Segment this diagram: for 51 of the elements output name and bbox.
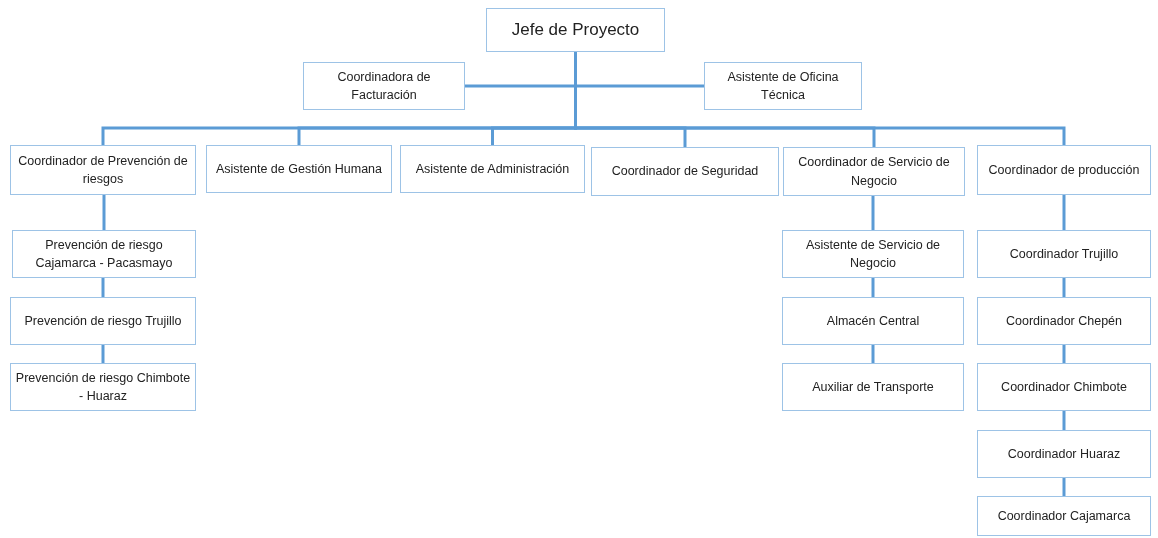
role-title: Coordinador de Servicio de Negocio xyxy=(797,154,951,190)
connector-line xyxy=(871,278,875,297)
connector-line xyxy=(871,196,875,230)
role-title: Asistente de Gestión Humana xyxy=(215,160,383,178)
org-box xyxy=(977,230,1151,278)
role-title: Prevención de riesgo Cajamarca - Pacasmayo xyxy=(34,236,174,272)
org-box xyxy=(400,145,585,193)
role-title: Prevención de riesgo Trujillo xyxy=(24,312,182,330)
role-title: Coordinador de Prevención de riesgos xyxy=(17,152,189,188)
connector-line xyxy=(1062,195,1066,230)
org-box xyxy=(206,145,392,193)
org-box xyxy=(782,230,964,278)
org-box xyxy=(303,62,465,110)
org-box xyxy=(977,430,1151,478)
role-title: Coordinadora de Facturación xyxy=(336,68,432,104)
org-box xyxy=(977,496,1151,536)
org-box xyxy=(10,363,196,411)
org-box xyxy=(977,297,1151,345)
org-box xyxy=(783,147,965,196)
org-box xyxy=(486,8,665,52)
role-title: Auxiliar de Transporte xyxy=(812,378,934,396)
role-title: Coordinador Chimbote xyxy=(1001,378,1127,396)
connector-line xyxy=(1062,278,1066,297)
org-box xyxy=(704,62,862,110)
role-title: Coordinador Trujillo xyxy=(1009,245,1119,263)
role-title: Asistente de Servicio de Negocio xyxy=(804,236,942,272)
role-title: Asistente de Oficina Técnica xyxy=(726,68,840,104)
org-box xyxy=(591,147,779,196)
connector-line xyxy=(1062,411,1066,430)
connector-line xyxy=(1062,345,1066,363)
role-title: Coordinador Huaraz xyxy=(1007,445,1121,463)
org-box xyxy=(782,297,964,345)
org-box xyxy=(10,145,196,195)
role-title: Almacén Central xyxy=(826,312,920,330)
role-title: Coordinador Cajamarca xyxy=(997,507,1131,525)
connector-line xyxy=(101,345,105,363)
role-title: Asistente de Administración xyxy=(415,160,570,178)
org-box xyxy=(977,145,1151,195)
role-title: Coordinador Chepén xyxy=(1005,312,1123,330)
org-box xyxy=(10,297,196,345)
role-title: Coordinador de producción xyxy=(988,161,1140,179)
role-title: Coordinador de Seguridad xyxy=(611,163,759,181)
role-title: Jefe de Proyecto xyxy=(511,19,640,41)
org-box xyxy=(977,363,1151,411)
org-box xyxy=(12,230,196,278)
connector-line xyxy=(1062,478,1066,496)
role-title: Prevención de riesgo Chimbote - Huaraz xyxy=(15,369,191,405)
connector-line xyxy=(101,278,105,297)
connector-line xyxy=(102,195,106,230)
org-box xyxy=(782,363,964,411)
connector-line xyxy=(871,345,875,363)
